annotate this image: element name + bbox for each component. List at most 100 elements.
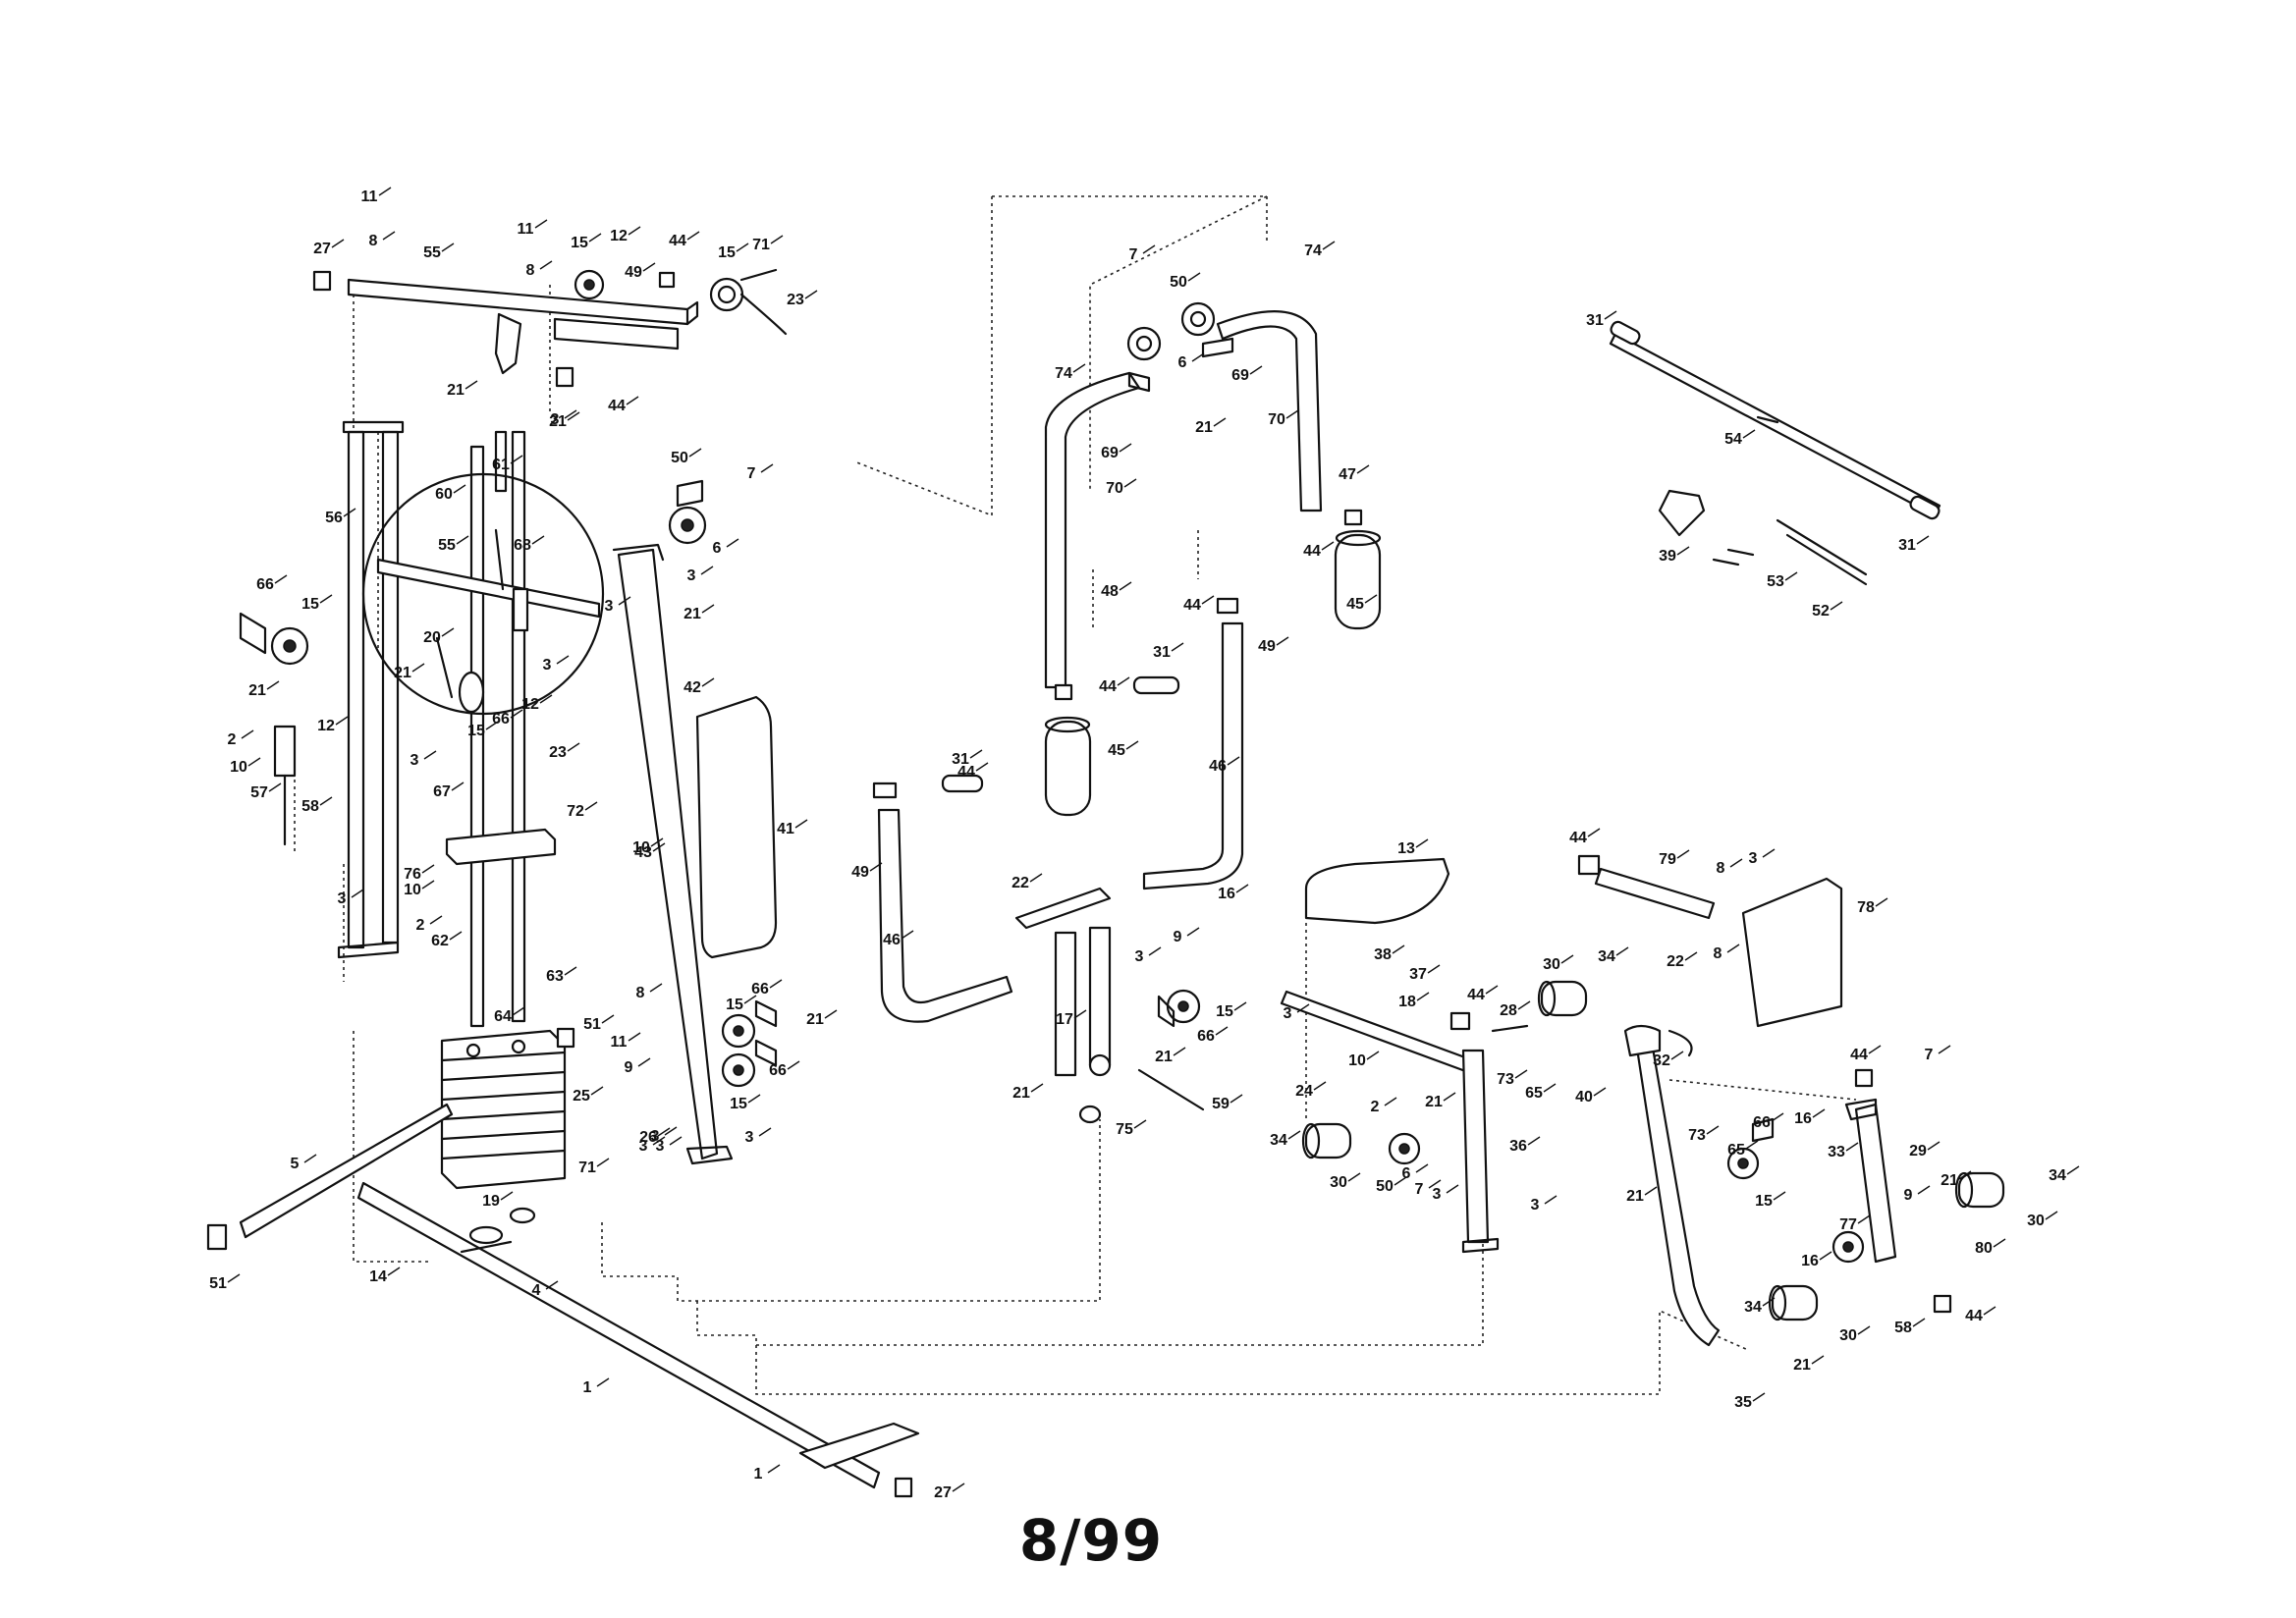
leader-leg-unit-22 xyxy=(1544,1195,1558,1205)
leader-leg-developer-4 xyxy=(1875,897,1888,907)
leader-top-frame-33 xyxy=(421,864,435,874)
callout-top-frame-41: 25 xyxy=(573,1088,590,1105)
leader-leg-developer-22 xyxy=(2045,1211,2058,1220)
leader-leg-unit-16 xyxy=(1347,1172,1361,1182)
leader-seat-frame-13 xyxy=(769,979,783,989)
callout-press-arms-27: 3 xyxy=(1135,948,1144,965)
callout-top-frame-13: 21 xyxy=(447,382,465,399)
leader-seat-frame-15 xyxy=(747,1094,761,1104)
leader-left-pulley-5 xyxy=(335,716,349,726)
leader-seat-frame-6 xyxy=(794,819,808,829)
leader-leg-developer-26 xyxy=(1762,1297,1776,1307)
leader-seat-frame-18 xyxy=(758,1127,772,1137)
callout-press-arms-0: 7 xyxy=(1129,246,1138,263)
callout-seat-frame-8: 10 xyxy=(632,839,650,856)
callout-seat-frame-5: 42 xyxy=(683,679,701,696)
leader-left-pulley-4 xyxy=(247,757,261,767)
leader-seat-frame-7 xyxy=(652,842,666,852)
callout-top-frame-2: 27 xyxy=(313,241,331,257)
callout-press-arms-31: 21 xyxy=(1155,1049,1173,1065)
leader-leg-unit-19 xyxy=(1428,1179,1442,1189)
leader-leg-unit-9 xyxy=(1366,1051,1380,1060)
callout-press-arms-24: 22 xyxy=(1011,875,1029,891)
leader-top-frame-35 xyxy=(429,915,443,925)
callout-leg-developer-1: 79 xyxy=(1659,851,1676,868)
leader-top-frame-25 xyxy=(485,721,499,730)
leader-seat-frame-9 xyxy=(649,983,663,993)
middle-pulleys xyxy=(721,999,778,1088)
leader-leg-developer-6 xyxy=(1726,944,1740,953)
leader-seat-frame-11 xyxy=(637,1057,651,1067)
leader-top-frame-40 xyxy=(601,1014,615,1024)
leader-press-arms-2 xyxy=(1322,241,1336,250)
callout-leg-developer-15: 33 xyxy=(1828,1144,1845,1160)
callout-top-frame-14: 44 xyxy=(608,398,626,414)
callout-leg-developer-3: 3 xyxy=(1749,850,1758,867)
leader-press-arms-5 xyxy=(1249,365,1263,375)
leader-press-arms-8 xyxy=(1119,443,1132,453)
callout-top-frame-9: 49 xyxy=(625,264,642,281)
leader-top-frame-12 xyxy=(804,290,818,299)
callout-seat-frame-11: 9 xyxy=(625,1059,633,1076)
callout-seat-frame-16: 66 xyxy=(769,1062,787,1079)
callout-seat-frame-1: 7 xyxy=(747,465,756,482)
leader-press-arms-18 xyxy=(1171,642,1184,652)
callout-leg-developer-21: 34 xyxy=(2049,1167,2066,1184)
callout-top-frame-33: 76 xyxy=(404,866,421,883)
callout-press-arms-8: 69 xyxy=(1101,445,1119,461)
leader-seat-frame-3 xyxy=(700,566,714,575)
callout-press-arms-33: 59 xyxy=(1212,1096,1230,1112)
leader-press-arms-23 xyxy=(901,930,914,940)
callout-top-frame-50: 1 xyxy=(583,1379,592,1396)
callout-seat-frame-15: 15 xyxy=(730,1096,747,1112)
callout-top-frame-22: 3 xyxy=(605,598,614,615)
leader-leg-developer-19 xyxy=(1644,1186,1658,1196)
leader-top-frame-4 xyxy=(534,219,548,229)
callout-left-pulley-2: 21 xyxy=(248,682,266,699)
leader-top-frame-2 xyxy=(331,239,345,248)
leader-seat-frame-10 xyxy=(628,1032,641,1042)
leader-top-frame-44 xyxy=(652,1136,666,1146)
callout-top-frame-25: 15 xyxy=(467,723,485,739)
callout-seat-frame-4: 21 xyxy=(683,606,701,622)
callout-top-frame-4: 11 xyxy=(518,221,534,238)
callout-leg-developer-0: 44 xyxy=(1569,830,1587,846)
callout-leg-developer-25: 16 xyxy=(1801,1253,1819,1269)
leader-leg-unit-11 xyxy=(1384,1097,1397,1106)
callout-leg-unit-7: 34 xyxy=(1598,948,1615,965)
leader-leg-unit-2 xyxy=(1427,964,1441,974)
leg-unit xyxy=(1280,857,1588,1254)
callout-press-arms-20: 44 xyxy=(957,764,975,781)
callout-press-arms-16: 44 xyxy=(1183,597,1201,614)
leader-press-arms-20 xyxy=(975,762,989,772)
callout-leg-unit-1: 38 xyxy=(1374,946,1392,963)
leader-top-frame-27 xyxy=(539,694,553,704)
callout-top-frame-6: 15 xyxy=(571,235,588,251)
leader-top-frame-21 xyxy=(531,535,545,545)
leader-leg-developer-30 xyxy=(1811,1355,1825,1365)
leader-leg-unit-14 xyxy=(1543,1083,1557,1093)
callout-top-frame-28: 3 xyxy=(543,657,552,674)
callout-press-arms-23: 46 xyxy=(883,932,901,948)
leader-top-frame-7 xyxy=(628,226,641,236)
callout-leg-unit-8: 3 xyxy=(1284,1005,1292,1022)
leader-top-frame-45 xyxy=(303,1154,317,1163)
leader-leg-unit-3 xyxy=(1416,992,1430,1001)
callout-seat-frame-9: 8 xyxy=(636,985,645,1001)
weight-stack xyxy=(440,430,575,1245)
callout-top-frame-15: 21 xyxy=(549,413,567,430)
leader-top-frame-29 xyxy=(567,742,580,752)
leader-top-frame-26 xyxy=(510,709,523,719)
callout-top-frame-19: 56 xyxy=(325,510,343,526)
callout-left-pulley-5: 12 xyxy=(317,718,335,734)
callout-top-frame-24: 21 xyxy=(394,665,411,681)
callout-leg-developer-23: 80 xyxy=(1975,1240,1993,1257)
leader-leg-unit-4 xyxy=(1485,985,1499,995)
callout-top-frame-32: 72 xyxy=(567,803,584,820)
detail-circle xyxy=(361,472,605,716)
leader-seat-frame-14 xyxy=(824,1009,838,1019)
callout-press-arms-2: 74 xyxy=(1304,243,1322,259)
callout-press-arms-11: 44 xyxy=(1303,543,1321,560)
